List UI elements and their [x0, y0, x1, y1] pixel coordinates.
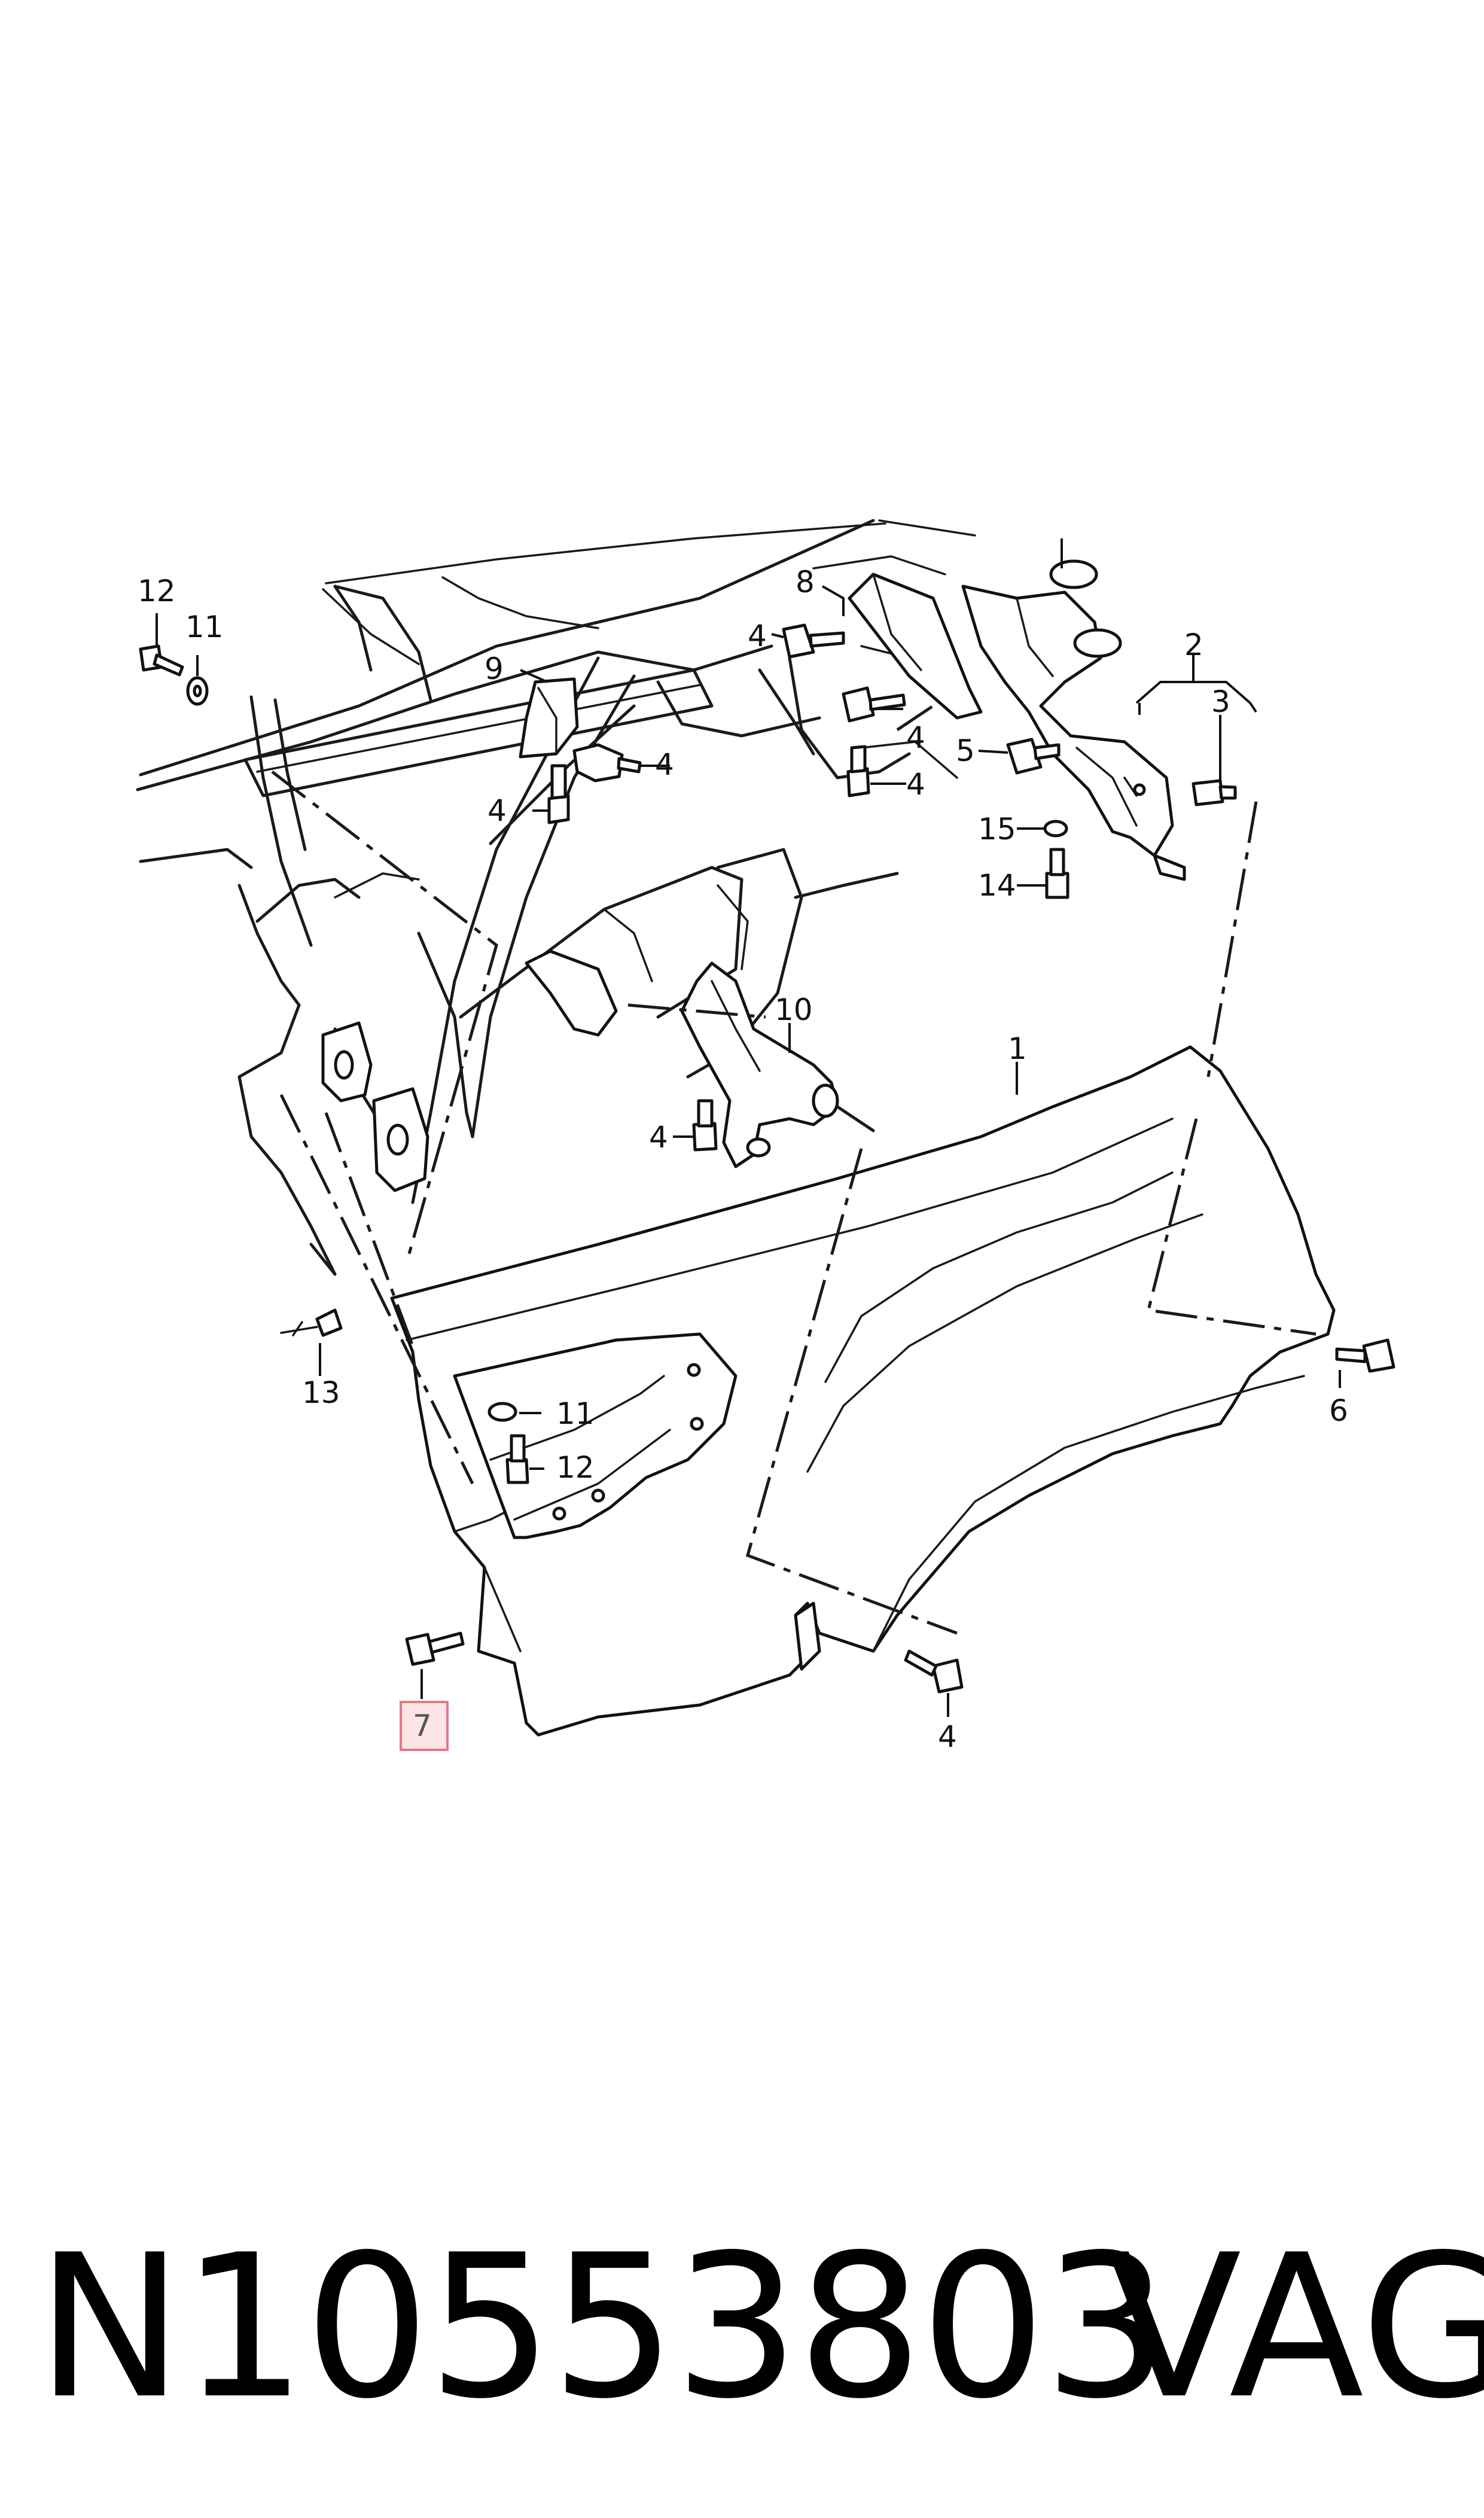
callout-4-top-mid: 4	[748, 619, 767, 653]
callout-5: 5	[956, 733, 975, 768]
bolt-4-bracket10	[692, 1099, 718, 1152]
callout-4-bolt-left: 4	[487, 793, 507, 828]
bolt-5	[1006, 738, 1061, 775]
callout-15: 15	[978, 812, 1016, 847]
bolt-4-mid-upper	[842, 686, 906, 723]
callout-1: 1	[1008, 1031, 1027, 1066]
bolt-14	[1045, 848, 1069, 899]
callout-4-bracket10: 4	[649, 1120, 668, 1155]
body-frame-structure	[136, 519, 976, 1276]
callout-13: 13	[302, 1375, 340, 1410]
callout-labels: 12 11 9 4 4 8 4 4 4 5 2 3 15 14 10 1 4 1…	[138, 565, 1348, 1754]
assembly-lines	[271, 704, 1317, 1635]
rivet-13	[280, 1308, 343, 1337]
washer-15	[1043, 820, 1068, 838]
callout-11-lower: 11	[556, 1396, 595, 1431]
callout-4-bottom: 4	[938, 1719, 957, 1754]
callout-7: 7	[413, 1709, 432, 1743]
callout-7-highlight-box	[400, 1701, 449, 1751]
bolt-4-bottom	[904, 1649, 964, 1694]
callout-12-lower: 12	[556, 1450, 595, 1485]
callout-12-top: 12	[138, 574, 176, 608]
callout-9: 9	[484, 651, 504, 686]
part-number: N10553803	[36, 2212, 1169, 2442]
bolt-4-mid-left	[572, 743, 642, 783]
bolt-6	[1335, 1338, 1395, 1373]
washer-11-top	[186, 676, 209, 706]
callout-11-top: 11	[185, 610, 224, 644]
callout-4-mid-upper: 4	[906, 720, 925, 755]
callout-4-bolt-mid-left: 4	[655, 747, 674, 782]
leader-lines	[156, 585, 1341, 1717]
bolt-4-mid-lower	[846, 745, 870, 797]
brand-label: VAG	[1107, 2212, 1484, 2442]
callout-10: 10	[775, 992, 813, 1027]
callout-3: 3	[1211, 684, 1230, 719]
callout-14: 14	[978, 868, 1016, 903]
bolt-3	[1192, 779, 1237, 806]
bracket-9	[519, 677, 579, 759]
bolt-7	[405, 1631, 465, 1666]
bolt-4-left	[547, 764, 570, 824]
callout-4-mid-lower: 4	[906, 767, 925, 802]
callout-2: 2	[1184, 628, 1203, 662]
side-panel-1	[390, 1045, 1336, 1737]
bolt-12-top	[139, 644, 184, 677]
bolt-4-top-mid	[782, 623, 845, 659]
bracket-8	[848, 573, 983, 720]
cross-member	[243, 668, 714, 797]
washer-11-lower	[487, 1402, 517, 1422]
callout-6: 6	[1329, 1393, 1348, 1428]
callout-8: 8	[796, 565, 815, 599]
bolt-12-lower	[505, 1434, 529, 1484]
left-rear-blocks	[321, 1021, 429, 1192]
